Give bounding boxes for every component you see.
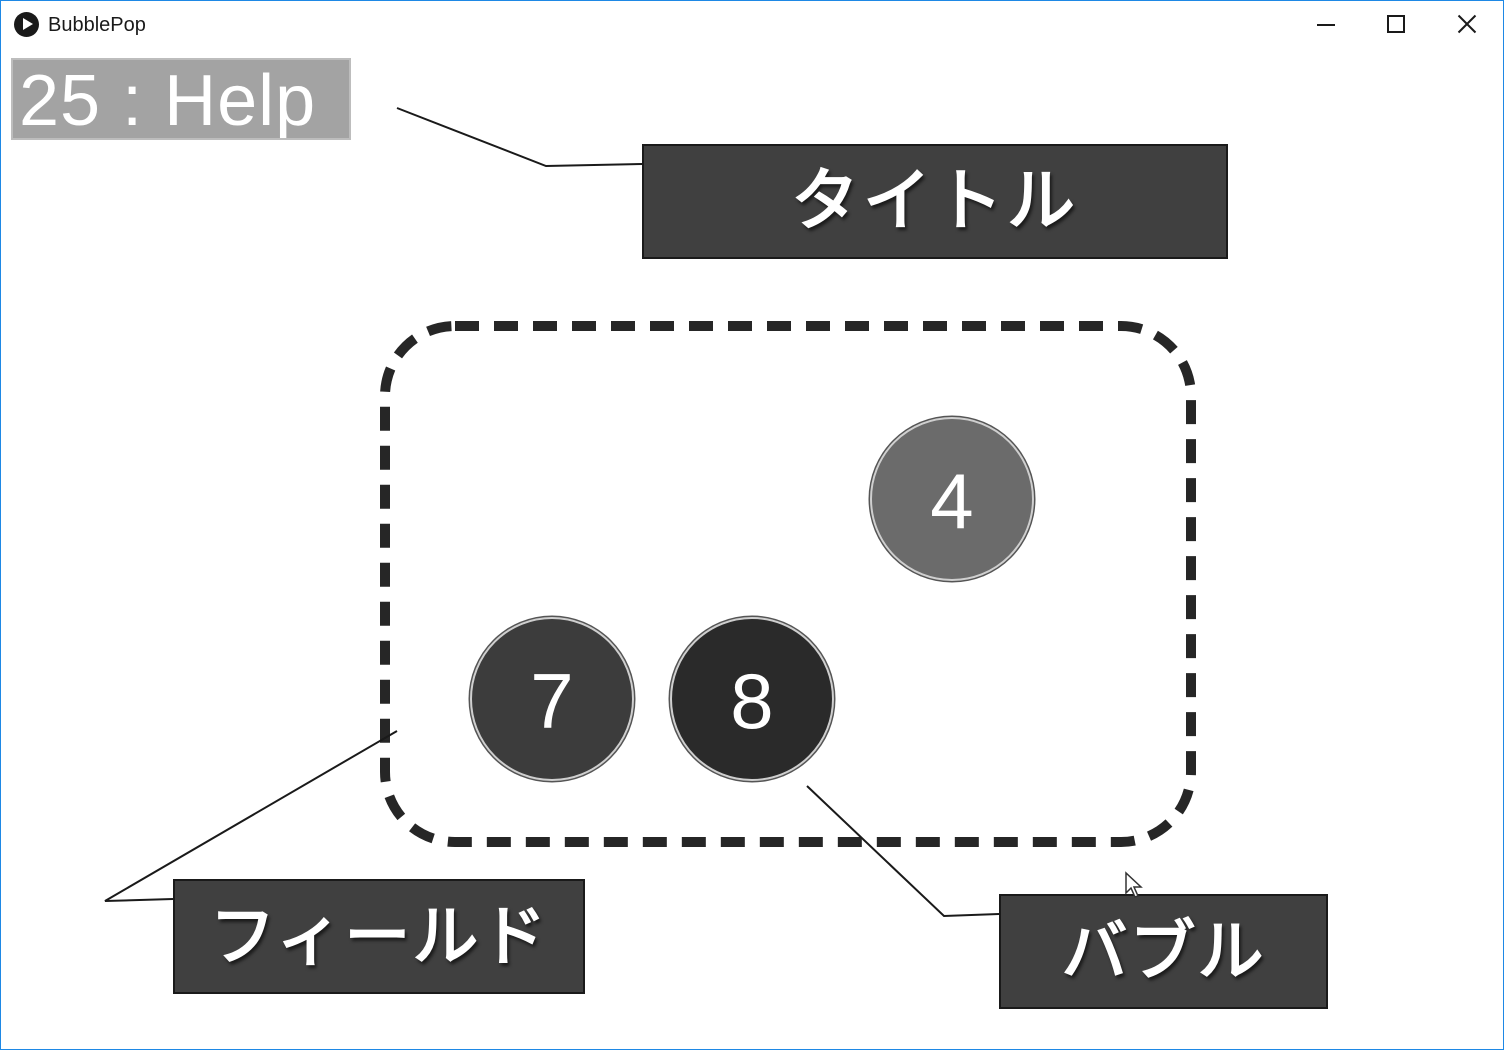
title-bar[interactable]: BubblePop: [1, 1, 1503, 47]
bubble[interactable]: 8: [670, 617, 834, 781]
bubble-annotation-label: バブル: [999, 894, 1328, 1009]
field-boundary: [380, 321, 1196, 847]
bubble[interactable]: 4: [870, 417, 1034, 581]
game-title: 25 : Help: [11, 58, 351, 140]
title-annotation-label: タイトル: [642, 144, 1228, 259]
bubble[interactable]: 7: [470, 617, 634, 781]
maximize-icon: [1387, 15, 1405, 33]
title-leader-line: [396, 107, 643, 168]
mouse-cursor-icon: [1125, 871, 1143, 898]
bubble-leader-line: [806, 785, 1000, 918]
minimize-button[interactable]: [1291, 1, 1361, 47]
field-annotation-label: フィールド: [173, 879, 585, 994]
minimize-icon: [1317, 24, 1335, 26]
field-leader-line: [104, 730, 398, 902]
window-title: BubblePop: [48, 14, 146, 36]
play-circle-icon: [14, 12, 39, 37]
maximize-button[interactable]: [1361, 1, 1431, 47]
